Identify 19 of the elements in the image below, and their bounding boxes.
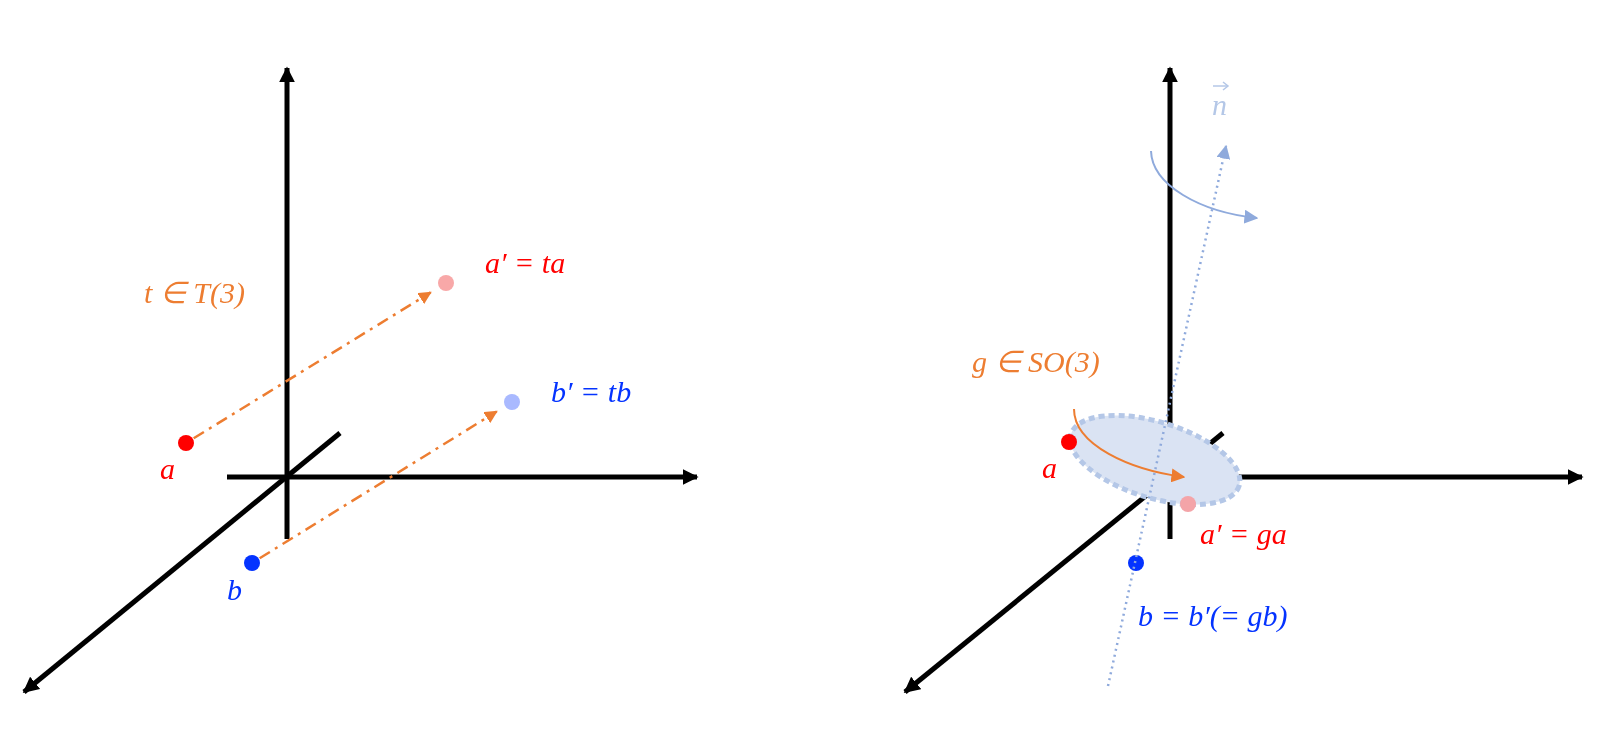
point-dot <box>1061 434 1077 450</box>
point-dot <box>504 394 520 410</box>
point-label: b = b′(= gb) <box>1138 599 1288 632</box>
group-label: t ∈ T(3) <box>144 276 245 309</box>
point-label: b <box>227 573 242 606</box>
point-dot <box>438 275 454 291</box>
point-dot <box>178 435 194 451</box>
arrow <box>193 291 432 440</box>
point-dot <box>1180 496 1196 512</box>
point-dot <box>1128 555 1144 571</box>
point-label: a′ = ta <box>485 246 566 279</box>
point-dot <box>244 555 260 571</box>
point-label: b′ = tb <box>551 375 632 408</box>
point-label: a′ = ga <box>1200 517 1287 550</box>
point-label: a <box>160 452 175 485</box>
group-label: g ∈ SO(3) <box>972 345 1100 378</box>
arrow <box>259 410 498 560</box>
vector-label: n⃗ <box>1212 88 1251 121</box>
point-label: a <box>1042 451 1057 484</box>
